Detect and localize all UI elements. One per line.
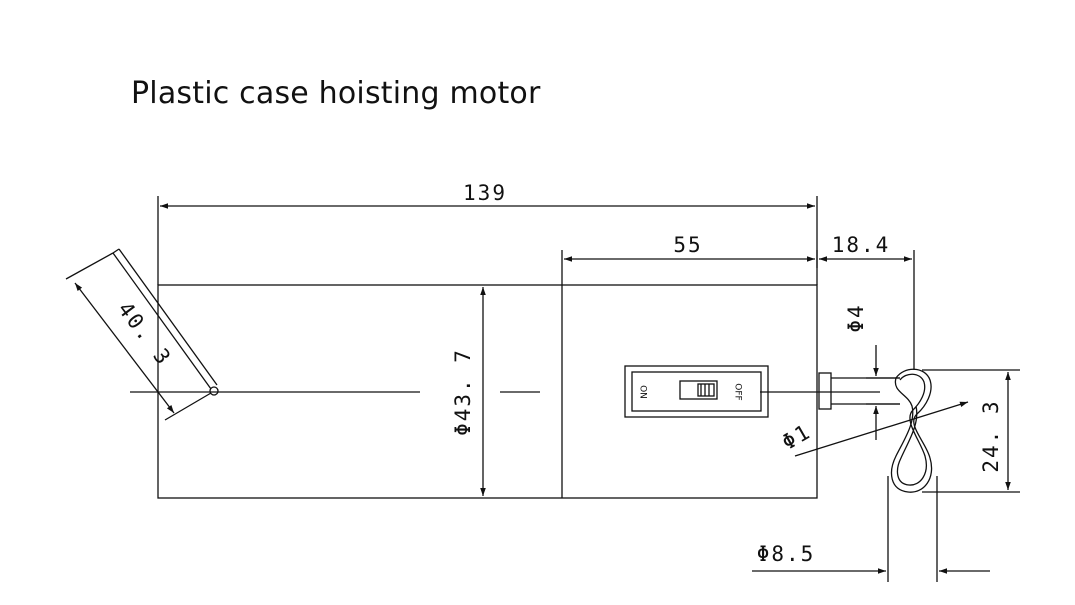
switch-assembly: [624, 365, 769, 418]
switch-slider: [679, 380, 718, 400]
dim-hook-height: 24. 3: [979, 399, 1003, 472]
dim-shaft-diameter: Φ4: [844, 303, 868, 332]
dim-line-cable: [74, 282, 175, 414]
dim-leader-wire: [794, 401, 969, 457]
switch-on-label: ON: [638, 385, 648, 399]
extension-lines: [65, 196, 1020, 582]
dim-overall-length: 139: [463, 181, 507, 205]
dim-hook-offset: 18.4: [832, 233, 891, 257]
dim-cable-length: 40. 3: [113, 297, 176, 370]
dim-wire-diameter: Φ1: [778, 419, 815, 454]
dim-gear-section-length: 55: [673, 233, 702, 257]
dim-hook-width: Φ8.5: [757, 542, 816, 566]
dim-body-diameter: Φ43. 7: [451, 348, 475, 436]
hook: [890, 368, 933, 493]
drawing-title: Plastic case hoisting motor: [131, 76, 541, 111]
switch-off-label: OFF: [733, 383, 743, 400]
